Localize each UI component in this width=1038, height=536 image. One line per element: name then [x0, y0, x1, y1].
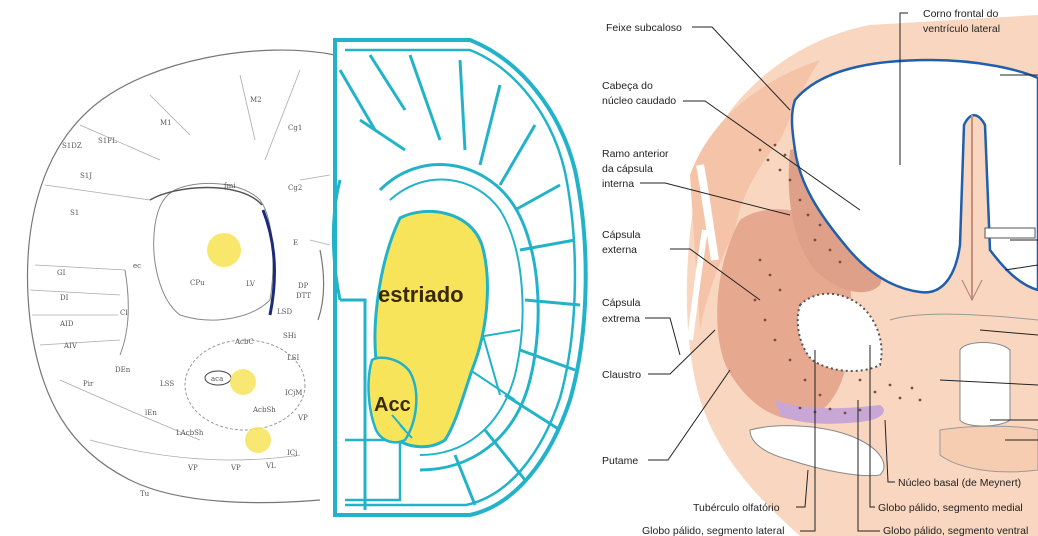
label-gp-lateral: Globo pálido, segmento lateral — [642, 525, 784, 536]
label-meynert: Núcleo basal (de Meynert) — [898, 477, 1021, 489]
label-claustro: Claustro — [602, 369, 641, 381]
atlas-spot-cpu — [207, 233, 241, 267]
atlas-label: SHi — [283, 332, 297, 340]
label-capsula-extrema-2: extrema — [602, 313, 640, 325]
anatomy-marker — [985, 228, 1035, 238]
atlas-label: DI — [60, 294, 69, 302]
atlas-label: GI — [57, 269, 66, 277]
atlas-label: M2 — [250, 96, 262, 104]
label-cabeca-2: núcleo caudado — [602, 95, 676, 107]
atlas-label: S1DZ — [62, 142, 82, 150]
atlas-label: LSI — [287, 354, 299, 362]
label-ramo-1: Ramo anterior — [602, 148, 669, 160]
label-cabeca-1: Cabeça do — [602, 80, 653, 92]
atlas-label: aca — [211, 375, 223, 383]
atlas-label: AcbSh — [252, 406, 276, 414]
label-ramo-2: da cápsula — [602, 163, 653, 175]
atlas-label: LAcbSh — [176, 429, 204, 437]
atlas-label: M1 — [160, 119, 172, 127]
atlas-label: DTT — [296, 292, 311, 300]
atlas-label: VP — [297, 414, 308, 422]
schematic-label-accumbens: Acc — [374, 394, 411, 416]
atlas-label: S1J — [80, 172, 92, 180]
atlas-label: LSD — [277, 308, 292, 316]
atlas-label: Cg1 — [288, 124, 302, 132]
atlas-label: AIV — [63, 342, 78, 350]
atlas-label: fmi — [224, 182, 236, 190]
atlas-label: CPu — [190, 279, 205, 287]
label-corno-1: Corno frontal do — [923, 8, 998, 20]
atlas-label: lEn — [145, 409, 157, 417]
atlas-label: AID — [59, 320, 74, 328]
label-gp-medial: Globo pálido, segmento medial — [878, 502, 1023, 514]
atlas-region-lines — [30, 70, 330, 460]
anatomy-right-structure — [960, 343, 1010, 427]
atlas-label: VP — [187, 464, 198, 472]
atlas-panel: M2 M1 Cg1 S1FL S1DZ S1J Cg2 S1 fmi E GI … — [28, 50, 335, 503]
atlas-label: ec — [133, 262, 141, 270]
atlas-label: ICjM — [285, 389, 302, 397]
atlas-label: LV — [246, 280, 256, 288]
atlas-label: VP — [230, 464, 241, 472]
label-capsula-externa-1: Cápsula — [602, 229, 641, 241]
atlas-label: AcbC — [234, 338, 254, 346]
atlas-label: DEn — [115, 366, 131, 374]
label-corno-2: ventrículo lateral — [923, 23, 1000, 35]
atlas-label: Cg2 — [288, 184, 302, 192]
atlas-spot-acbc — [230, 369, 256, 395]
atlas-label: Pir — [83, 380, 94, 388]
atlas-label: VL — [265, 462, 276, 470]
anatomy-panel: Feixe subcaloso Cabeça do núcleo caudado… — [602, 8, 1038, 536]
atlas-label: ICj — [287, 449, 297, 457]
atlas-label: Cl — [120, 309, 128, 317]
atlas-label: LSS — [160, 380, 174, 388]
schematic-label-striatum: estriado — [378, 282, 464, 307]
atlas-label: DP — [298, 282, 309, 290]
label-gp-ventral: Globo pálido, segmento ventral — [883, 525, 1028, 536]
atlas-spot-acbsh — [245, 427, 271, 453]
label-capsula-externa-2: externa — [602, 244, 637, 256]
label-ramo-3: interna — [602, 178, 634, 190]
label-feixe-subcaloso: Feixe subcaloso — [606, 22, 682, 34]
atlas-label: S1 — [70, 209, 79, 217]
label-capsula-extrema-1: Cápsula — [602, 297, 641, 309]
atlas-label: S1FL — [98, 137, 117, 145]
atlas-label: E — [293, 239, 298, 247]
label-tuberculo: Tubérculo olfatório — [693, 502, 780, 514]
atlas-label: Tu — [140, 490, 150, 498]
label-putame: Putame — [602, 455, 638, 467]
